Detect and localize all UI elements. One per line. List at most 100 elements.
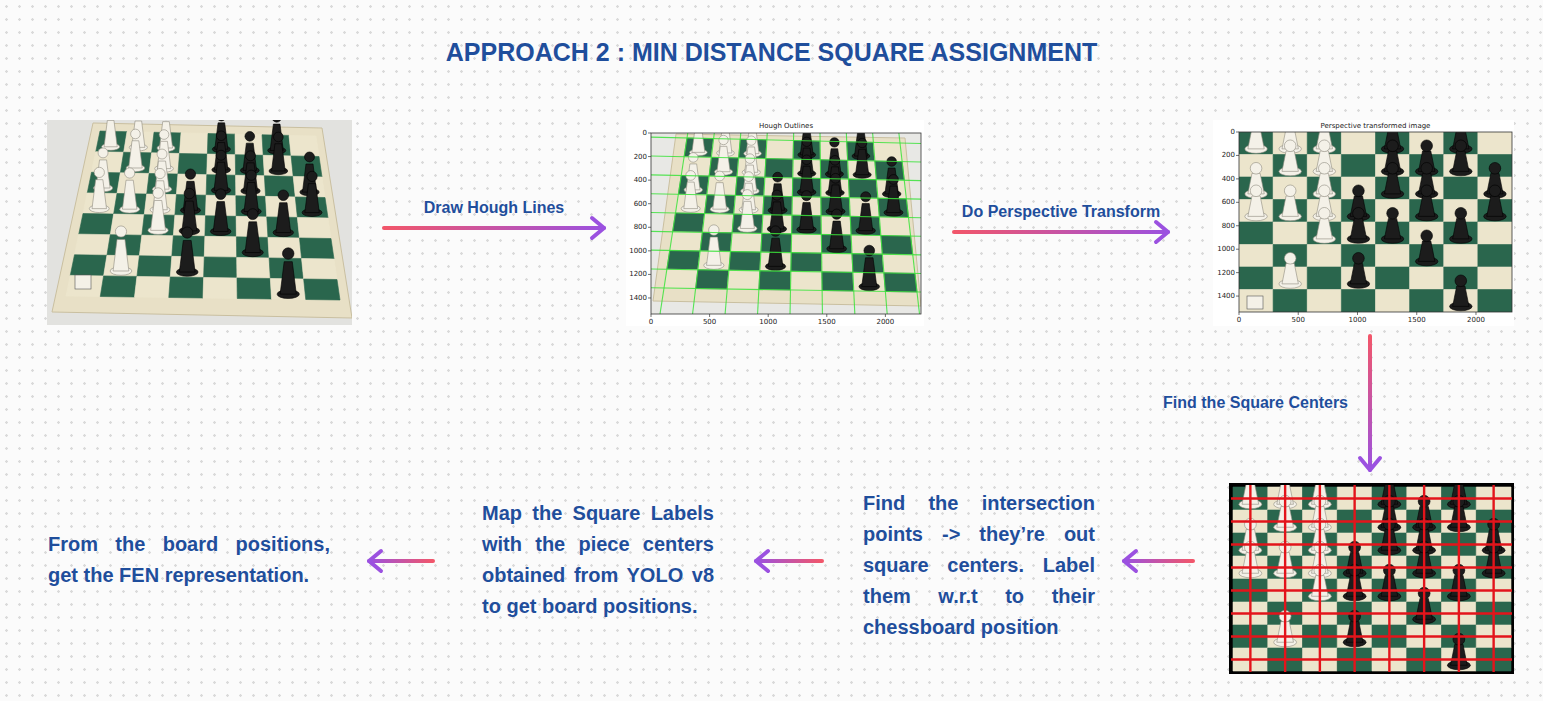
- axis-tick: 2000: [876, 318, 894, 326]
- tick-mark: [1236, 296, 1239, 297]
- illustration-part: [151, 201, 166, 231]
- chess-piece: [102, 120, 120, 150]
- arrow-head: [1360, 458, 1380, 470]
- illustration-part: [651, 175, 921, 181]
- illustration-part: [213, 202, 228, 232]
- illustration-part: [802, 191, 812, 201]
- tick-mark: [1236, 202, 1239, 203]
- chess-piece: [1415, 185, 1438, 221]
- illustration-part: [692, 133, 705, 152]
- axis-tick: 1000: [629, 247, 647, 255]
- illustration-part: [1487, 196, 1503, 216]
- chess-piece: [797, 155, 816, 196]
- illustration-part: [215, 189, 226, 200]
- chess-piece: [710, 171, 729, 213]
- illustration-part: [1353, 484, 1355, 673]
- illustration-part: [651, 194, 921, 199]
- illustration-part: [245, 132, 255, 142]
- chess-piece: [1381, 162, 1404, 198]
- board-square: [299, 238, 334, 259]
- illustration-part: [182, 201, 197, 231]
- flow-arrow: [384, 218, 604, 238]
- illustration-part: [790, 133, 794, 314]
- arrow-shaft: [1124, 559, 1193, 563]
- board-square: [204, 257, 237, 278]
- illustration-part: [1230, 612, 1513, 614]
- illustration-part: [800, 166, 814, 192]
- illustration-part: [274, 132, 284, 142]
- axis-tick: 0: [1231, 128, 1235, 136]
- tick-mark: [1475, 312, 1476, 315]
- chess-piece: [1484, 162, 1507, 198]
- arrow-head: [1156, 222, 1168, 242]
- illustration-part: [651, 133, 921, 314]
- illustration-part: [1455, 275, 1467, 287]
- center-lines: [1230, 484, 1513, 673]
- board-square: [731, 233, 762, 252]
- chess-piece: [120, 168, 140, 213]
- illustration-part: [660, 133, 688, 314]
- illustration-part: [245, 222, 260, 253]
- illustration-part: [1284, 140, 1296, 152]
- chess-piece: [210, 189, 231, 236]
- chess-piece: [1381, 140, 1404, 176]
- arrow-shaft: [756, 559, 822, 563]
- board-square: [884, 273, 917, 292]
- illustration-part: [1239, 132, 1512, 312]
- chess-piece: [1450, 207, 1473, 243]
- illustration-part: [1455, 207, 1467, 219]
- board-mat: [52, 123, 352, 318]
- chess-piece: [277, 248, 299, 299]
- chess-piece: [1279, 132, 1302, 153]
- illustration-part: [1319, 140, 1331, 152]
- chess-piece: [1450, 140, 1473, 176]
- board-square: [729, 252, 761, 271]
- illustration-part: [719, 135, 728, 144]
- edge-label: Draw Hough Lines: [424, 198, 564, 218]
- step-box: Find the intersection points -> they’re …: [859, 484, 1099, 647]
- board-square: [759, 271, 791, 290]
- illustration-part: [1421, 162, 1433, 174]
- figure-ground: [626, 120, 924, 326]
- illustration-part: [1489, 185, 1501, 197]
- illustration-part: [182, 227, 193, 238]
- board-square: [1341, 177, 1375, 200]
- illustration-part: [1319, 484, 1321, 673]
- tick-mark: [648, 203, 651, 204]
- board-square: [1410, 290, 1444, 313]
- arrow-head: [756, 551, 768, 571]
- tick-mark: [1236, 249, 1239, 250]
- illustration-part: [157, 149, 167, 159]
- illustration-part: [246, 151, 256, 161]
- image-border: [1230, 484, 1513, 673]
- board-mat: [653, 134, 921, 306]
- hough-lines: [651, 133, 921, 314]
- chess-piece: [242, 209, 263, 257]
- illustration-part: [1387, 140, 1399, 152]
- arrow-shaft: [369, 559, 433, 563]
- illustration-part: [1249, 484, 1251, 673]
- illustration-part: [1250, 162, 1262, 174]
- board-square: [1341, 155, 1375, 178]
- board-square: [79, 214, 114, 235]
- tick-mark: [651, 314, 652, 317]
- illustration-part: [272, 120, 281, 122]
- board-square: [1376, 267, 1410, 290]
- board-square: [1307, 290, 1341, 313]
- tick-mark: [1236, 225, 1239, 226]
- image-panel: Perspective transformed image02004006008…: [1213, 120, 1514, 326]
- illustration-part: [98, 148, 108, 158]
- chess-piece: [1313, 162, 1336, 198]
- illustration-part: [1387, 207, 1399, 219]
- step-text: Map the Square Labels with the piece cen…: [482, 498, 714, 622]
- axis-tick: 1000: [1217, 245, 1235, 253]
- axis-tick: 0: [649, 318, 653, 326]
- illustration-part: [829, 185, 843, 212]
- plot-title: Perspective transformed image: [1321, 122, 1431, 130]
- arrow-shaft: [954, 230, 1168, 234]
- illustration-part: [1423, 484, 1425, 673]
- illustration-part: [246, 170, 256, 180]
- axis-tick: 400: [1222, 175, 1235, 183]
- board-square: [1273, 290, 1307, 313]
